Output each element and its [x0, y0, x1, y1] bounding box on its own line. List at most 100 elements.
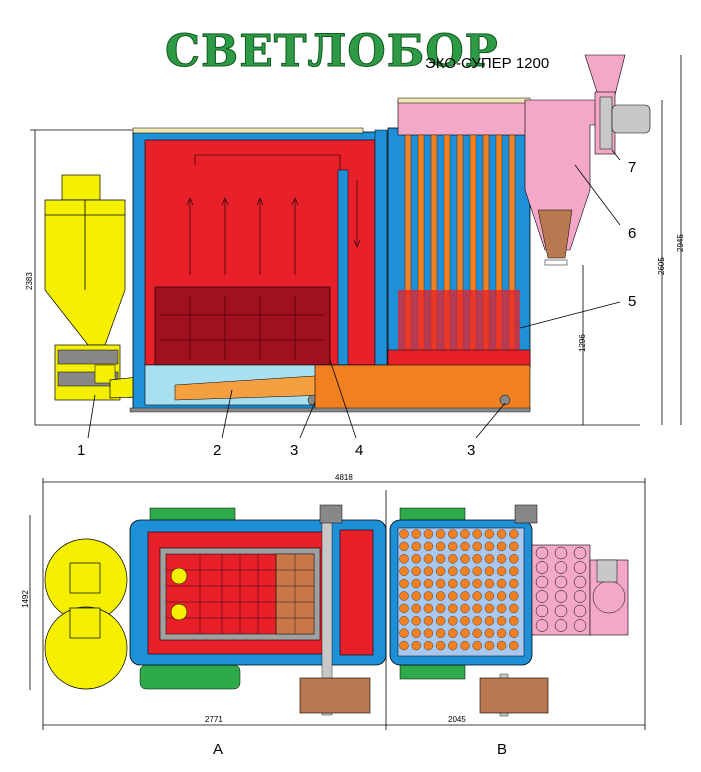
tube-mark — [472, 566, 482, 576]
tube-mark — [484, 541, 495, 552]
tube-mark — [435, 566, 446, 576]
dimension-label: 1492 — [21, 590, 30, 608]
tube-mark — [484, 578, 495, 589]
cyclone-ring — [535, 575, 549, 589]
tube-mark — [496, 616, 507, 626]
tube-mark — [435, 529, 446, 539]
model-title: ЭКО-СУПЕР 1200 — [425, 55, 549, 72]
cyclone-ring — [554, 546, 568, 560]
tube-mark — [484, 566, 495, 576]
cyclone-ring — [535, 604, 549, 618]
tube-mark — [435, 541, 446, 552]
tube-mark — [448, 640, 458, 651]
cyclone-ring — [535, 590, 549, 603]
tube-mark — [496, 640, 507, 651]
brand-logo: СВЕТЛОБОР — [165, 26, 499, 77]
tube-mark — [435, 554, 446, 564]
tube-mark — [423, 616, 434, 626]
callout-4: 4 — [355, 442, 363, 459]
tube-mark — [423, 566, 434, 576]
cyclone-ring — [554, 619, 568, 632]
tube-mark — [448, 628, 458, 638]
tube-mark — [423, 591, 434, 601]
fan-motor — [611, 104, 651, 134]
tube-mark — [460, 628, 470, 638]
tube-mark — [472, 541, 482, 552]
tube-mark — [509, 529, 519, 539]
side-view: 2383 — [25, 54, 685, 459]
tube-mark — [399, 628, 409, 638]
tube-mark — [509, 554, 519, 564]
tube-mark — [509, 640, 519, 651]
tube-mark — [399, 578, 409, 589]
callout-5: 5 — [628, 293, 636, 310]
tube-mark — [496, 566, 507, 576]
tube-mark — [448, 603, 458, 614]
cyclone-ring — [535, 619, 549, 632]
tube-mark — [496, 578, 507, 589]
tube-mark — [411, 640, 421, 651]
ash-box — [299, 677, 371, 714]
cyclone-top — [531, 544, 591, 636]
tube-mark — [399, 603, 409, 614]
combustion-chamber — [154, 286, 331, 366]
tube-mark — [484, 616, 495, 626]
cyclone — [524, 99, 601, 266]
tube-mark — [496, 541, 507, 552]
tube-mark — [411, 603, 421, 614]
tube-mark — [448, 529, 458, 539]
section-label-a: A — [213, 741, 223, 758]
tube-mark — [411, 529, 421, 539]
tube-mark — [423, 541, 434, 552]
tube-mark — [411, 541, 421, 552]
cyclone-ring — [535, 546, 549, 560]
tube-mark — [472, 578, 482, 589]
tube-mark — [484, 529, 495, 539]
cyclone-ring — [573, 619, 587, 632]
tube-mark — [423, 529, 434, 539]
tube-mark — [472, 640, 482, 651]
tube-mark — [484, 591, 495, 601]
smoke-fan — [584, 54, 651, 155]
tube-mark — [509, 603, 519, 614]
cyclone-ring — [554, 575, 568, 589]
tube-mark — [460, 591, 470, 601]
tube-mark — [435, 603, 446, 614]
tube-mark — [448, 566, 458, 576]
tube-mark — [411, 578, 421, 589]
hopper-top — [44, 538, 128, 690]
dimension-label: 4818 — [335, 473, 353, 482]
dimension-label: 2945 — [676, 234, 685, 252]
tube-mark — [509, 566, 519, 576]
cyclone-ring — [535, 561, 549, 574]
tube-mark — [460, 554, 470, 564]
tube-mark — [411, 566, 421, 576]
tube-mark — [460, 529, 470, 539]
tube-mark — [448, 591, 458, 601]
dimension-label: 2383 — [25, 272, 34, 290]
tube-mark — [460, 640, 470, 651]
tube-mark — [472, 628, 482, 638]
tube-mark — [472, 529, 482, 539]
cyclone-ring — [573, 590, 587, 603]
tube-mark — [460, 616, 470, 626]
tube-mark — [509, 616, 519, 626]
callout-7: 7 — [628, 159, 636, 176]
callout-6: 6 — [628, 225, 636, 242]
tube-mark — [423, 603, 434, 614]
cyclone-ring — [554, 604, 568, 618]
tube-mark — [448, 616, 458, 626]
flow-arrows — [186, 154, 361, 275]
tube-mark — [472, 616, 482, 626]
tube-mark — [472, 554, 482, 564]
cyclone-ring — [573, 604, 587, 618]
dimension-label: 2605 — [657, 257, 666, 275]
tube-mark — [472, 591, 482, 601]
callout-3: 3 — [290, 442, 298, 459]
dimension-label: 1296 — [578, 334, 587, 352]
cyclone-ring — [554, 561, 568, 574]
tube-mark — [496, 554, 507, 564]
tube-mark — [423, 628, 434, 638]
tube-mark — [448, 578, 458, 589]
